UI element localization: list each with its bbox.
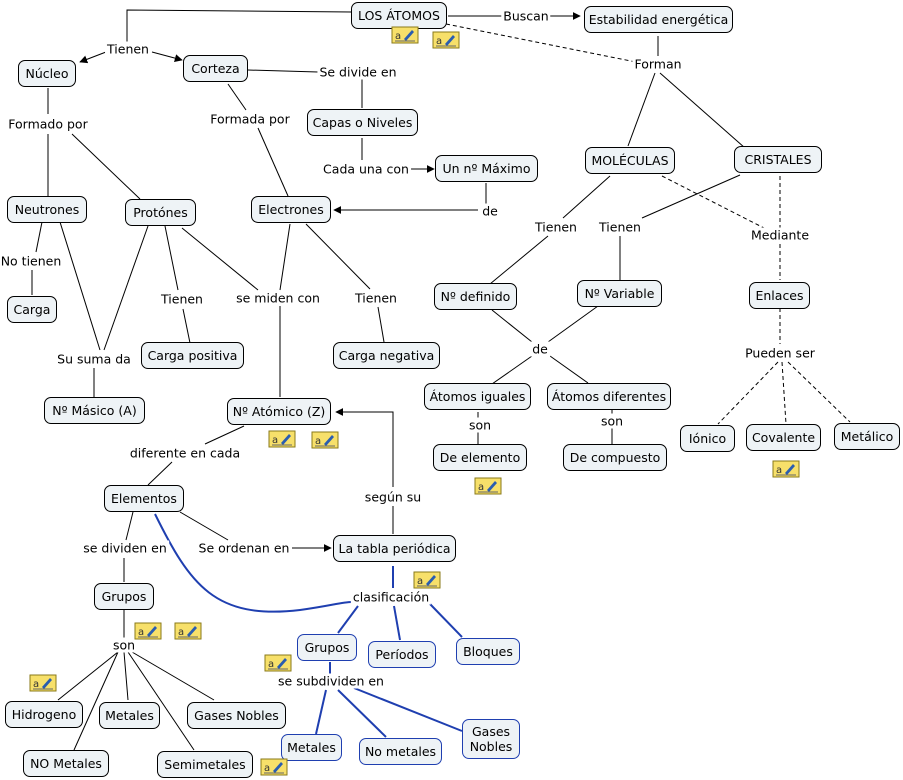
label-tienen-electrones: Tienen bbox=[353, 290, 399, 306]
label-buscan: Buscan bbox=[501, 8, 551, 24]
label-de-maximo: de bbox=[480, 203, 500, 219]
annotation-note-icon[interactable]: a bbox=[772, 460, 800, 478]
label-clasificacion: clasificación bbox=[350, 589, 432, 605]
node-gases-nobles[interactable]: Gases Nobles bbox=[187, 702, 286, 729]
label-se-ordenan-en: Se ordenan en bbox=[196, 540, 292, 556]
annotation-note-icon[interactable]: a bbox=[474, 477, 502, 495]
node-corteza[interactable]: Corteza bbox=[183, 55, 248, 82]
node-tabla-periodica[interactable]: La tabla periódica bbox=[333, 535, 456, 562]
svg-text:a: a bbox=[776, 465, 782, 476]
node-bloques[interactable]: Bloques bbox=[456, 638, 520, 665]
annotation-note-icon[interactable]: a bbox=[134, 622, 162, 640]
node-grupos[interactable]: Grupos bbox=[94, 583, 154, 610]
node-capas-o-niveles[interactable]: Capas o Niveles bbox=[307, 109, 418, 136]
label-segun-su: según su bbox=[362, 489, 424, 505]
annotation-note-icon[interactable]: a bbox=[268, 430, 296, 448]
label-formado-por: Formado por bbox=[6, 116, 90, 132]
node-de-compuesto[interactable]: De compuesto bbox=[563, 444, 667, 471]
annotation-note-icon[interactable]: a bbox=[413, 571, 441, 589]
node-cristales[interactable]: CRISTALES bbox=[734, 146, 822, 173]
node-metales-grupo[interactable]: Metales bbox=[281, 734, 342, 761]
label-se-dividen-en: se dividen en bbox=[81, 540, 169, 556]
svg-text:a: a bbox=[178, 627, 184, 638]
label-diferente-en-cada: diferente en cada bbox=[127, 445, 243, 461]
label-tienen-moleculas: Tienen bbox=[533, 219, 579, 235]
node-de-elemento[interactable]: De elemento bbox=[433, 444, 527, 471]
node-periodos[interactable]: Períodos bbox=[368, 641, 436, 668]
label-se-subdividen-en: se subdividen en bbox=[276, 673, 386, 689]
label-formada-por: Formada por bbox=[208, 111, 292, 127]
node-hidrogeno[interactable]: Hidrogeno bbox=[5, 701, 83, 728]
node-enlaces[interactable]: Enlaces bbox=[749, 282, 810, 309]
node-ionico[interactable]: Iónico bbox=[680, 425, 735, 452]
svg-text:a: a bbox=[33, 679, 39, 690]
node-n-masico[interactable]: Nº Másico (A) bbox=[44, 397, 145, 424]
svg-text:a: a bbox=[264, 763, 270, 774]
node-carga-positiva[interactable]: Carga positiva bbox=[141, 342, 244, 369]
label-son-grupos: son bbox=[110, 637, 138, 653]
svg-text:a: a bbox=[478, 482, 484, 493]
node-gases-nobles-grupo[interactable]: Gases Nobles bbox=[462, 719, 520, 759]
annotation-note-icon[interactable]: a bbox=[264, 654, 292, 672]
node-nucleo[interactable]: Núcleo bbox=[18, 60, 76, 87]
label-su-suma-da: Su suma da bbox=[55, 351, 133, 367]
label-mediante: Mediante bbox=[748, 227, 812, 243]
annotation-note-icon[interactable]: a bbox=[391, 26, 419, 44]
node-metalico[interactable]: Metálico bbox=[834, 423, 900, 450]
node-protones[interactable]: Protónes bbox=[125, 199, 196, 226]
node-n-definido[interactable]: Nº definido bbox=[434, 283, 517, 310]
node-no-metales-grupo[interactable]: No metales bbox=[359, 738, 442, 765]
annotation-note-icon[interactable]: a bbox=[174, 622, 202, 640]
node-no-metales[interactable]: NO Metales bbox=[23, 750, 109, 777]
label-tienen-cristales: Tienen bbox=[597, 219, 643, 235]
svg-text:a: a bbox=[315, 436, 321, 447]
node-gases-nobles-grupo-line2: Nobles bbox=[469, 739, 513, 754]
label-tienen: Tienen bbox=[105, 41, 151, 57]
svg-text:a: a bbox=[417, 576, 423, 587]
label-cada-una-con: Cada una con bbox=[321, 161, 411, 177]
node-los-atomos[interactable]: LOS ÁTOMOS bbox=[351, 2, 447, 29]
annotation-note-icon[interactable]: a bbox=[260, 758, 288, 776]
node-elementos[interactable]: Elementos bbox=[104, 485, 184, 512]
node-gases-nobles-grupo-line1: Gases bbox=[471, 724, 511, 739]
annotation-note-icon[interactable]: a bbox=[432, 31, 460, 49]
node-n-variable[interactable]: Nº Variable bbox=[577, 280, 662, 307]
label-no-tienen: No tienen bbox=[0, 253, 64, 269]
node-estabilidad-energetica[interactable]: Estabilidad energética bbox=[584, 6, 733, 33]
svg-text:a: a bbox=[272, 435, 278, 446]
node-electrones[interactable]: Electrones bbox=[251, 196, 331, 223]
annotation-note-icon[interactable]: a bbox=[29, 674, 57, 692]
label-se-miden-con: se miden con bbox=[234, 290, 322, 306]
annotation-note-icon[interactable]: a bbox=[311, 431, 339, 449]
label-son-diferentes: son bbox=[598, 413, 626, 429]
label-se-divide-en: Se divide en bbox=[317, 64, 399, 80]
label-pueden-ser: Pueden ser bbox=[743, 345, 817, 361]
node-grupos-tabla[interactable]: Grupos bbox=[297, 634, 357, 661]
svg-text:a: a bbox=[268, 659, 274, 670]
node-carga-negativa[interactable]: Carga negativa bbox=[333, 342, 440, 369]
svg-text:a: a bbox=[138, 627, 144, 638]
node-neutrones[interactable]: Neutrones bbox=[7, 196, 87, 223]
svg-text:a: a bbox=[436, 36, 442, 47]
label-de-atomos: de bbox=[530, 341, 550, 357]
label-son-iguales: son bbox=[466, 417, 494, 433]
node-atomos-diferentes[interactable]: Átomos diferentes bbox=[547, 383, 671, 410]
label-tienen-protones: Tienen bbox=[159, 291, 205, 307]
node-atomos-iguales[interactable]: Átomos iguales bbox=[424, 383, 531, 410]
svg-text:a: a bbox=[395, 31, 401, 42]
node-semimetales[interactable]: Semimetales bbox=[157, 751, 253, 778]
node-covalente[interactable]: Covalente bbox=[746, 424, 821, 451]
label-forman: Forman bbox=[632, 56, 684, 72]
node-carga[interactable]: Carga bbox=[7, 296, 57, 323]
node-un-n-maximo[interactable]: Un nº Máximo bbox=[435, 155, 538, 182]
node-metales[interactable]: Metales bbox=[99, 702, 160, 729]
node-moleculas[interactable]: MOLÉCULAS bbox=[585, 147, 675, 174]
node-n-atomico[interactable]: Nº Atómico (Z) bbox=[227, 398, 331, 425]
